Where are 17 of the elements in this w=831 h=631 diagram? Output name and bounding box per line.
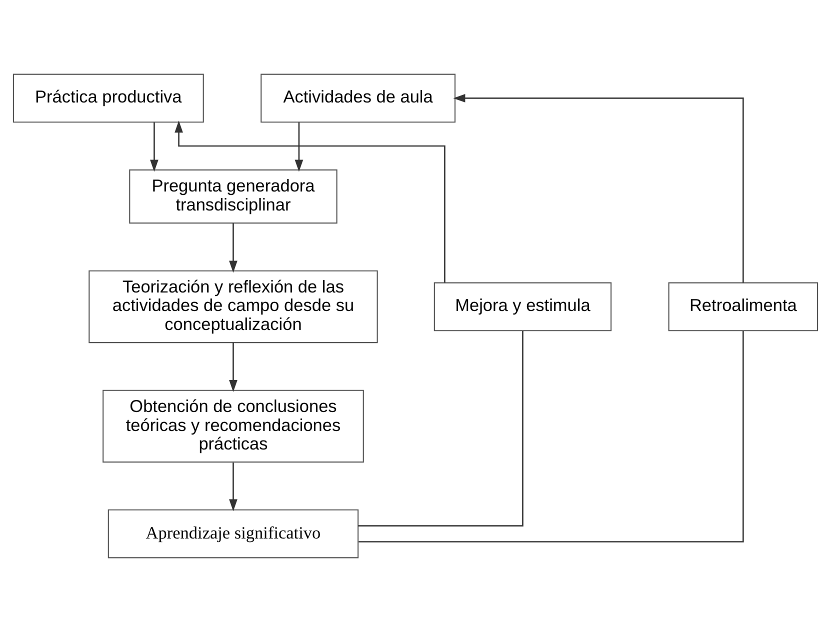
node-box: Retroalimenta <box>668 282 818 331</box>
node-box: Aprendizaje significativo <box>108 508 359 558</box>
node-box: Actividades de aula <box>260 73 456 122</box>
node-box: Obtención de conclusiones teóricas y recomendaciones prácticas <box>102 389 364 462</box>
arrow <box>294 122 304 172</box>
arrow <box>150 122 158 172</box>
arrow <box>229 342 238 392</box>
arrow <box>174 120 446 282</box>
arrow <box>229 462 238 511</box>
connector <box>358 330 524 526</box>
node-box: Mejora y estimula <box>434 282 612 331</box>
node-box: Teorización y reflexión de las actividades de campo desde su conceptualización <box>88 270 378 343</box>
arrow <box>453 94 744 282</box>
node-box: Pregunta generadora transdisciplinar <box>129 168 338 224</box>
node-box: Práctica productiva <box>12 73 204 122</box>
connector <box>358 330 744 542</box>
arrow <box>229 222 238 272</box>
